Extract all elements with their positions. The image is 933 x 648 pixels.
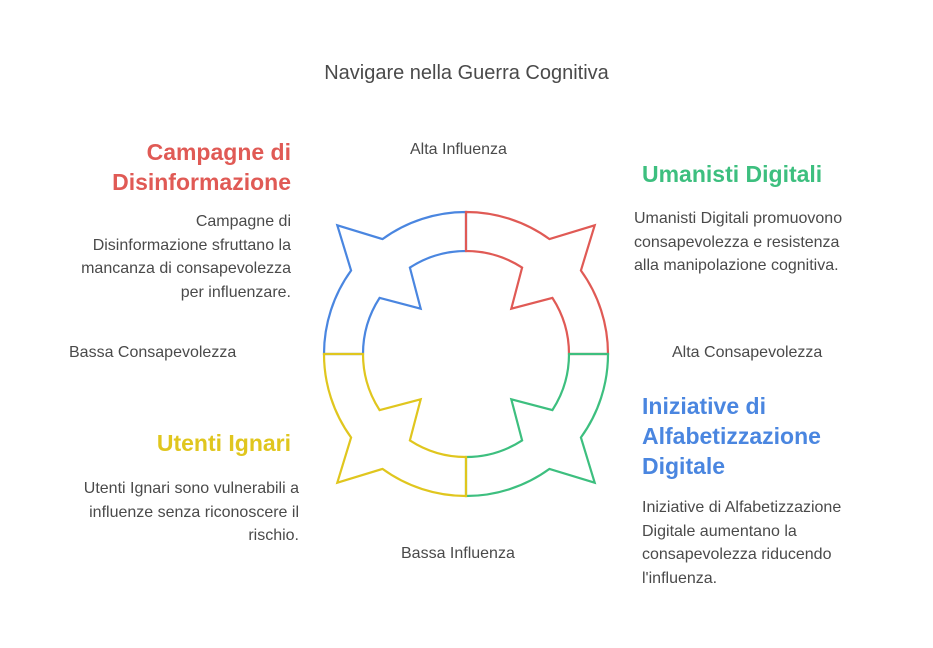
quadrant-description-digital-humanists: Umanisti Digitali promuovono consapevole… xyxy=(634,207,842,278)
heading-line: Digitale xyxy=(642,453,726,479)
heading-line: Umanisti Digitali xyxy=(642,161,823,187)
heading-line: Alfabetizzazione xyxy=(642,423,821,449)
quadrant-heading-disinformation: Campagne di Disinformazione xyxy=(112,137,291,197)
description-line: Digitale aumentano la xyxy=(642,522,797,540)
quadrant-heading-digital-humanists: Umanisti Digitali xyxy=(642,159,822,189)
description-line: Utenti Ignari sono vulnerabili a xyxy=(83,480,299,497)
axis-label-top: Alta Influenza xyxy=(410,141,507,158)
description-line: Umanisti Digitali promuovono xyxy=(634,210,843,227)
quadrant-description-unaware-users: Utenti Ignari sono vulnerabili a influen… xyxy=(84,477,299,548)
heading-line: Iniziative di xyxy=(642,393,766,419)
description-line: Campagne di xyxy=(195,213,291,230)
description-line: consapevolezza e resistenza xyxy=(634,233,840,251)
quadrant-description-disinformation: Campagne di Disinformazione sfruttano la… xyxy=(81,210,291,304)
ring-segment-bottom-right xyxy=(464,352,610,498)
heading-line: Campagne di xyxy=(146,139,291,165)
description-line: alla manipolazione cognitiva. xyxy=(634,257,839,274)
description-line: consapevolezza riducendo xyxy=(642,546,832,563)
ring-segment-top-right xyxy=(464,210,610,356)
description-line: Disinformazione sfruttano la xyxy=(92,236,291,254)
diagram-title: Navigare nella Guerra Cognitiva xyxy=(324,62,609,84)
quadrant-heading-unaware-users: Utenti Ignari xyxy=(157,428,291,458)
ring-segment-bottom-left xyxy=(322,352,468,498)
quadrant-heading-digital-literacy: Iniziative di Alfabetizzazione Digitale xyxy=(642,391,821,481)
heading-line: Disinformazione xyxy=(112,169,291,195)
axis-label-bottom: Bassa Influenza xyxy=(401,545,515,562)
description-line: mancanza di consapevolezza xyxy=(81,260,291,277)
description-line: Iniziative di Alfabetizzazione xyxy=(642,499,842,516)
ring-segment-top-left xyxy=(322,210,468,356)
description-line: influenze senza riconoscere il xyxy=(89,503,299,521)
description-line: l'influenza. xyxy=(642,569,718,587)
axis-label-left: Bassa Consapevolezza xyxy=(69,344,237,361)
description-line: rischio. xyxy=(248,527,299,544)
description-line: per influenzare. xyxy=(180,283,291,301)
quadrant-description-digital-literacy: Iniziative di Alfabetizzazione Digitale … xyxy=(642,496,841,590)
heading-line: Utenti Ignari xyxy=(156,430,291,456)
axis-label-right: Alta Consapevolezza xyxy=(672,344,823,361)
